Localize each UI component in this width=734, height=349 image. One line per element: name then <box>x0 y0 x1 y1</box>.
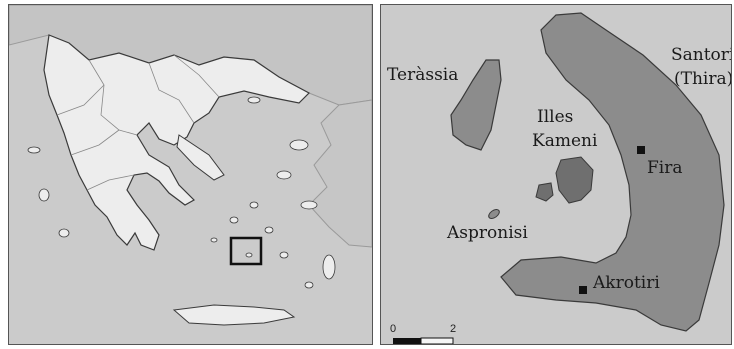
scale-bar-light-segment <box>420 337 454 344</box>
island-nea-kameni <box>555 156 594 204</box>
town-marker-fira <box>637 146 645 154</box>
label-town-fira: Fira <box>647 158 683 178</box>
label-kameni-line2: Kameni <box>532 131 598 151</box>
label-terassia: Teràssia <box>387 65 459 85</box>
island-terassia <box>450 59 502 151</box>
aegean-islands <box>27 96 336 289</box>
overview-map-greece <box>8 4 373 345</box>
label-aspronisi: Aspronisi <box>447 223 528 243</box>
inset-box <box>229 236 263 266</box>
town-marker-akrotiri <box>579 286 587 294</box>
island-aspronisi <box>488 209 500 219</box>
scale-bar-dark-segment <box>393 338 421 344</box>
scale-bar-min-label: 0 <box>390 323 397 335</box>
label-kameni-line1: Illes <box>537 107 574 127</box>
label-santorini-line2: (Thira) <box>674 69 732 89</box>
scale-bar <box>393 337 454 344</box>
island-palea-kameni <box>535 182 554 202</box>
greek-mainland <box>43 34 310 251</box>
detail-map-svg <box>381 5 731 344</box>
crete <box>172 304 296 326</box>
label-santorini-line1: Santorini <box>671 45 731 65</box>
turkey-coast <box>308 99 372 248</box>
detail-map-santorini: Teràssia Santorini (Thira) Illes Kameni … <box>380 4 732 345</box>
overview-map-svg <box>9 5 372 344</box>
scale-bar-max-label: 2 <box>450 323 457 335</box>
island-santorini <box>500 12 725 332</box>
label-town-akrotiri: Akrotiri <box>593 273 660 293</box>
euboea <box>176 134 225 181</box>
regional-borders <box>56 54 220 191</box>
